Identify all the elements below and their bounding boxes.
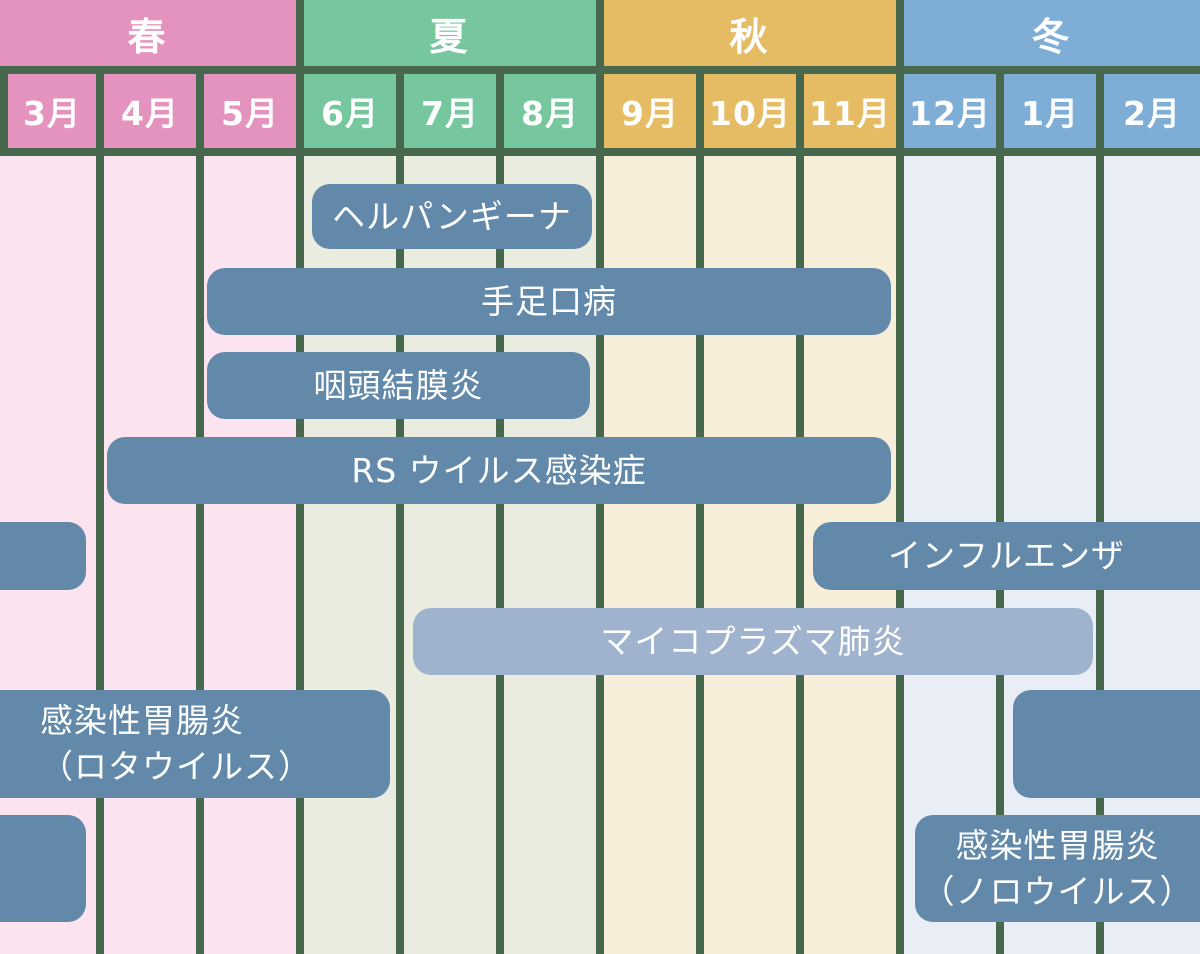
bar-label: 咽頭結膜炎 (313, 365, 484, 405)
gantt-bar-pharyngoconjunctival-fever: 咽頭結膜炎 (207, 352, 590, 419)
gantt-bar-norovirus-continuation (0, 815, 86, 922)
month-header-mar: 3月 (8, 74, 96, 148)
gantt-bar-rotavirus-gastroenteritis: 感染性胃腸炎 （ロタウイルス） (0, 690, 390, 798)
gantt-bar-rs-virus: RS ウイルス感染症 (107, 437, 891, 504)
gantt-bar-influenza: インフルエンザ (813, 522, 1200, 590)
bar-label: マイコプラズマ肺炎 (600, 621, 906, 661)
month-header-aug: 8月 (504, 74, 596, 148)
column-bg-apr (104, 156, 196, 954)
bar-label: 感染性胃腸炎 (40, 701, 244, 740)
season-header-winter: 冬 (904, 0, 1200, 66)
month-header-sep: 9月 (604, 74, 696, 148)
bar-label: （ノロウイルス） (921, 871, 1194, 911)
month-header-oct: 10月 (704, 74, 796, 148)
bar-label: インフルエンザ (887, 536, 1125, 575)
bar-label: ヘルパンギーナ (332, 196, 572, 236)
gantt-bar-rotavirus-continuation (1013, 690, 1200, 798)
bar-label: 手足口病 (481, 281, 617, 321)
gantt-bar-influenza-continuation (0, 522, 86, 590)
season-header-autumn: 秋 (604, 0, 896, 66)
gantt-bar-norovirus-gastroenteritis: 感染性胃腸炎 （ノロウイルス） (915, 815, 1200, 922)
bar-label: RS ウイルス感染症 (351, 450, 647, 490)
month-header-may: 5月 (204, 74, 296, 148)
gantt-bar-herpangina: ヘルパンギーナ (312, 184, 592, 249)
season-header-summer: 夏 (304, 0, 596, 66)
month-header-feb: 2月 (1104, 74, 1200, 148)
month-header-jan: 1月 (1004, 74, 1096, 148)
month-header-apr: 4月 (104, 74, 196, 148)
gantt-bar-hand-foot-mouth: 手足口病 (207, 268, 891, 335)
gantt-bar-mycoplasma-pneumonia: マイコプラズマ肺炎 (413, 608, 1093, 675)
month-header-jul: 7月 (404, 74, 496, 148)
bar-label: 感染性胃腸炎 (955, 825, 1160, 865)
month-header-dec: 12月 (904, 74, 996, 148)
month-header-nov: 11月 (804, 74, 896, 148)
bar-label: （ロタウイルス） (40, 747, 312, 786)
month-header-jun: 6月 (304, 74, 396, 148)
season-header-spring: 春 (0, 0, 296, 66)
